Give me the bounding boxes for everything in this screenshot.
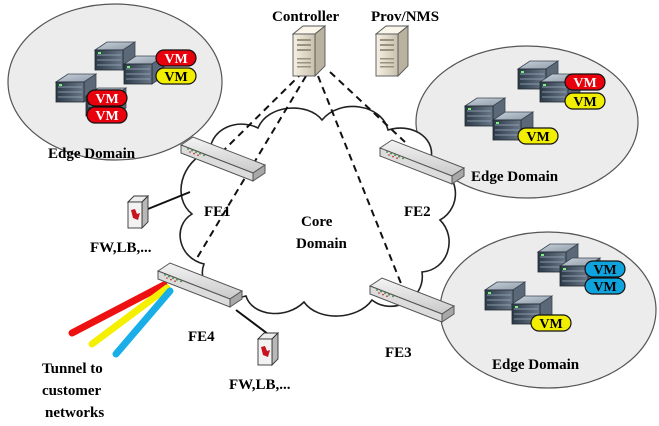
vm-badges: VM VM VM VM VM VM VM VM VM VM [86, 49, 626, 332]
vm-label: VM [526, 130, 549, 145]
tunnel-label-line3: networks [45, 405, 104, 421]
tunnel-lines [68, 281, 174, 358]
vm-label: VM [593, 263, 616, 278]
tunnel-label-line1: Tunnel to [42, 361, 103, 377]
prov-nms-server-icon[interactable] [375, 25, 409, 77]
vm-badge: VM [155, 67, 197, 85]
edge-domain-label-right-top: Edge Domain [471, 169, 559, 185]
vm-label: VM [573, 76, 596, 91]
firewall-bottom-icon[interactable] [257, 332, 279, 366]
vm-badge: VM [584, 260, 626, 278]
vm-badge: VM [517, 127, 559, 145]
vm-label: VM [593, 280, 616, 295]
controller-label: Controller [272, 9, 340, 25]
fw-lb-label-bottom: FW,LB,... [229, 377, 291, 393]
prov-nms-label: Prov/NMS [371, 9, 439, 25]
vm-badge: VM [86, 89, 128, 107]
edge-domain-label-top-left: Edge Domain [48, 146, 136, 162]
fe4-label: FE4 [188, 329, 215, 345]
control-links [196, 71, 406, 287]
vm-badge: VM [564, 73, 606, 91]
vm-badge: VM [530, 314, 572, 332]
fe2-label: FE2 [404, 204, 431, 220]
vm-badge: VM [584, 277, 626, 295]
firewall-top-icon[interactable] [127, 195, 149, 229]
fe3-label: FE3 [385, 345, 412, 361]
edge-domain-label-right-bottom: Edge Domain [492, 357, 580, 373]
vm-label: VM [539, 317, 562, 332]
fe1-label: FE1 [204, 204, 231, 220]
vm-label: VM [95, 109, 118, 124]
fw-lb-label-top: FW,LB,... [90, 240, 152, 256]
vm-label: VM [573, 95, 596, 110]
core-domain-label-line1: Core [301, 214, 333, 230]
vm-badge: VM [155, 49, 197, 67]
tunnel-label-line2: customer [42, 383, 101, 399]
vm-label: VM [164, 52, 187, 67]
vm-badge: VM [564, 92, 606, 110]
vm-badge: VM [86, 106, 128, 124]
core-domain-label-line2: Domain [296, 236, 347, 252]
edge-domain-top-left-region [7, 3, 223, 161]
vm-label: VM [164, 70, 187, 85]
controller-server-icon[interactable] [292, 25, 326, 77]
vm-label: VM [95, 92, 118, 107]
